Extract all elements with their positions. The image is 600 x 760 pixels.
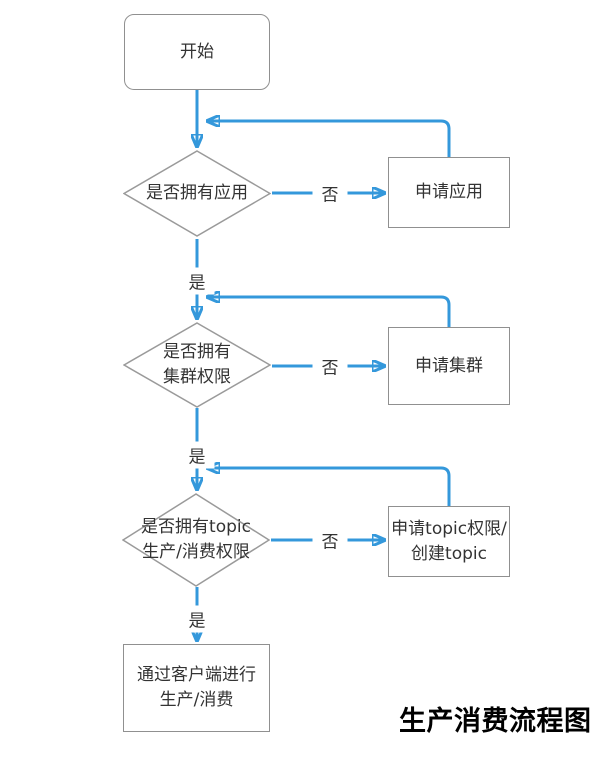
diagram-title: 生产消费流程图 [399,706,592,737]
decision-has-cluster-permission: 是否拥有 集群权限 [123,322,271,408]
end-node-produce-consume-label: 通过客户端进行 生产/消费 [137,665,256,710]
edge-label-yes-2: 是 [179,441,215,469]
decision-has-app-label: 是否拥有应用 [146,183,248,204]
decision-has-topic-permission: 是否拥有topic 生产/消费权限 [122,493,270,587]
end-node-produce-consume: 通过客户端进行 生产/消费 [123,644,270,732]
edge-label-no-2: 否 [312,352,348,380]
start-node: 开始 [124,14,270,90]
edge-label-yes-1: 是 [179,267,215,295]
process-apply-app-label: 申请应用 [415,182,483,203]
diamond-shape [123,150,271,237]
edge-label-yes-3: 是 [179,605,215,633]
diamond-shape [122,493,270,587]
process-apply-cluster-label: 申请集群 [415,355,483,376]
process-apply-topic: 申请topic权限/ 创建topic [388,506,510,577]
process-apply-app: 申请应用 [388,157,510,228]
edge-label-no-1: 否 [312,179,348,207]
decision-has-cluster-permission-label: 是否拥有 集群权限 [163,342,231,387]
diamond-shape [123,322,271,408]
process-apply-cluster: 申请集群 [388,327,510,405]
start-node-label: 开始 [180,41,214,62]
process-apply-topic-label: 申请topic权限/ 创建topic [391,518,507,564]
edge-label-no-3: 否 [312,526,348,554]
decision-has-app: 是否拥有应用 [123,150,271,237]
decision-has-topic-permission-label: 是否拥有topic 生产/消费权限 [141,517,251,562]
